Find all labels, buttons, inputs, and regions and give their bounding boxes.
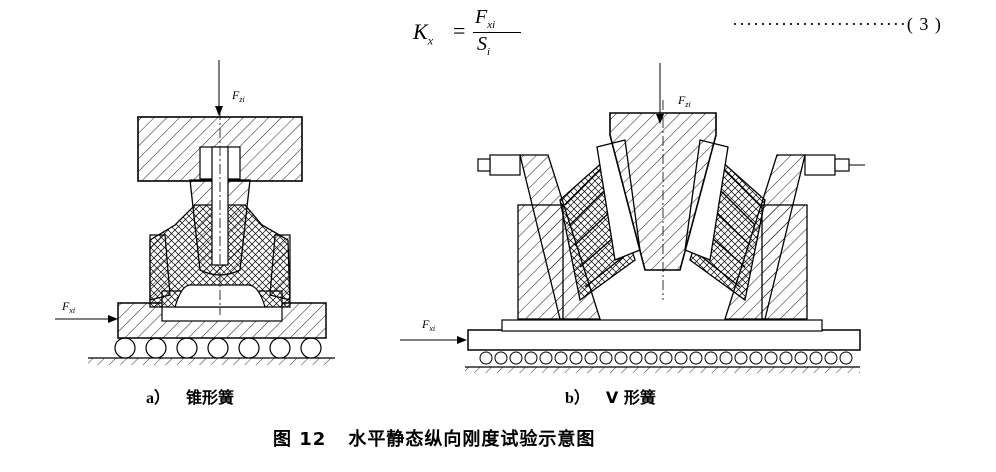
equation-number: ·························( 3 ) — [732, 14, 942, 34]
formula-denominator: Si — [477, 33, 491, 58]
figure-title: 图 12 水平静态纵向刚度试验示意图 — [273, 425, 595, 451]
caption-b: b） V 形簧 — [565, 384, 656, 408]
formula: Kx = Fxi Si — [405, 6, 575, 58]
caption-a-letter: a） — [146, 390, 171, 407]
formula-lhs: Kx — [413, 19, 434, 48]
diagram-a — [55, 60, 335, 365]
figure-diagram: Fzi Fxi Fzi Fxi — [55, 60, 865, 373]
fraction-bar — [473, 32, 521, 33]
figure-number: 图 12 — [273, 429, 327, 450]
force-label-a-vertical: Fzi — [231, 88, 245, 104]
caption-a: a） 锥形簧 — [146, 384, 234, 408]
figure-title-text: 水平静态纵向刚度试验示意图 — [348, 429, 596, 450]
force-label-a-horizontal: Fxi — [61, 299, 75, 315]
formula-numerator: Fxi — [475, 6, 496, 31]
rollers-b — [479, 351, 853, 365]
force-label-b-vertical: Fzi — [677, 93, 691, 109]
caption-b-letter: b） — [565, 390, 590, 407]
formula-equals: = — [453, 18, 466, 43]
rollers-a — [114, 337, 322, 359]
caption-a-text: 锥形簧 — [186, 388, 235, 407]
diagram-b — [400, 63, 865, 373]
caption-b-text: V 形簧 — [605, 388, 656, 407]
force-label-b-horizontal: Fxi — [421, 317, 435, 333]
